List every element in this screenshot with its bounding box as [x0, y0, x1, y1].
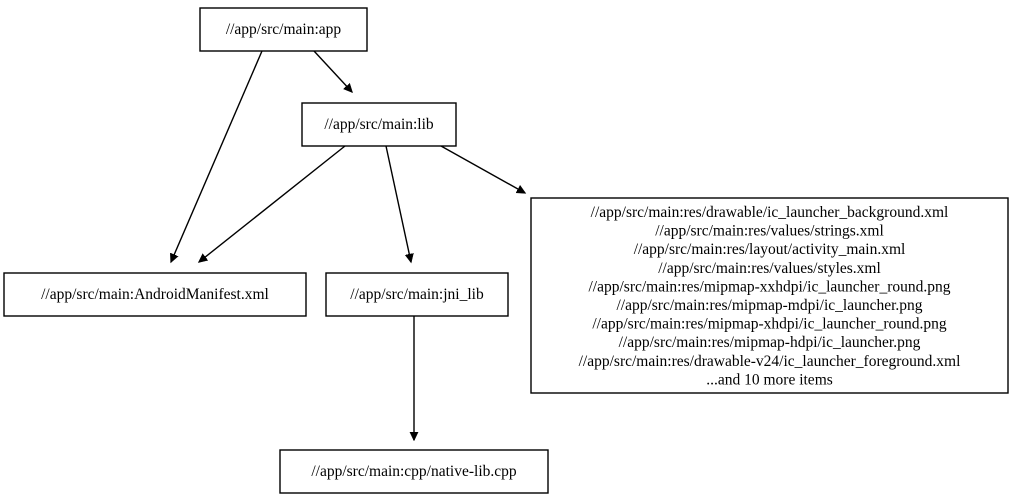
node-lib-label: //app/src/main:lib	[324, 116, 434, 133]
node-lib-box[interactable]	[301, 102, 457, 147]
res-line: ...and 10 more items	[706, 371, 833, 388]
edge-lib-to-manifest	[199, 145, 346, 262]
edge-lib-to-res	[440, 145, 525, 193]
res-line: //app/src/main:res/mipmap-mdpi/ic_launch…	[616, 297, 922, 314]
node-res-group[interactable]: //app/src/main:res/drawable/ic_launcher_…	[530, 197, 1009, 394]
node-app[interactable]: //app/src/main:app	[199, 7, 368, 52]
node-native-lib-cpp-box[interactable]	[279, 449, 549, 494]
res-line: //app/src/main:res/drawable/ic_launcher_…	[591, 204, 949, 221]
node-androidmanifest[interactable]: //app/src/main:AndroidManifest.xml	[3, 272, 307, 317]
node-app-label: //app/src/main:app	[226, 21, 342, 38]
node-jni-lib[interactable]: //app/src/main:jni_lib	[325, 272, 509, 317]
node-native-lib-cpp-label: //app/src/main:cpp/native-lib.cpp	[311, 463, 517, 480]
node-res-group-box[interactable]	[530, 197, 1009, 394]
edge-lib-to-jni	[385, 145, 411, 262]
node-jni-lib-box[interactable]	[325, 272, 509, 317]
nodes-layer: //app/src/main:app //app/src/main:lib //…	[3, 7, 1009, 494]
res-line: //app/src/main:res/mipmap-xhdpi/ic_launc…	[592, 316, 947, 333]
node-native-lib-cpp[interactable]: //app/src/main:cpp/native-lib.cpp	[279, 449, 549, 494]
edges-layer	[171, 50, 525, 440]
node-jni-lib-label: //app/src/main:jni_lib	[350, 286, 484, 303]
res-line: //app/src/main:res/values/styles.xml	[658, 260, 881, 277]
res-line: //app/src/main:res/drawable-v24/ic_launc…	[579, 353, 961, 370]
res-line: //app/src/main:res/values/strings.xml	[655, 223, 884, 240]
edge-app-to-manifest	[171, 50, 263, 262]
node-res-group-lines: //app/src/main:res/drawable/ic_launcher_…	[579, 204, 961, 388]
res-line: //app/src/main:res/mipmap-hdpi/ic_launch…	[619, 334, 921, 351]
node-androidmanifest-box[interactable]	[3, 272, 307, 317]
node-lib[interactable]: //app/src/main:lib	[301, 102, 457, 147]
res-line: //app/src/main:res/layout/activity_main.…	[634, 241, 906, 258]
node-androidmanifest-label: //app/src/main:AndroidManifest.xml	[41, 286, 269, 303]
edge-app-to-lib	[313, 50, 352, 92]
res-line: //app/src/main:res/mipmap-xxhdpi/ic_laun…	[588, 278, 950, 295]
node-app-box[interactable]	[199, 7, 368, 52]
